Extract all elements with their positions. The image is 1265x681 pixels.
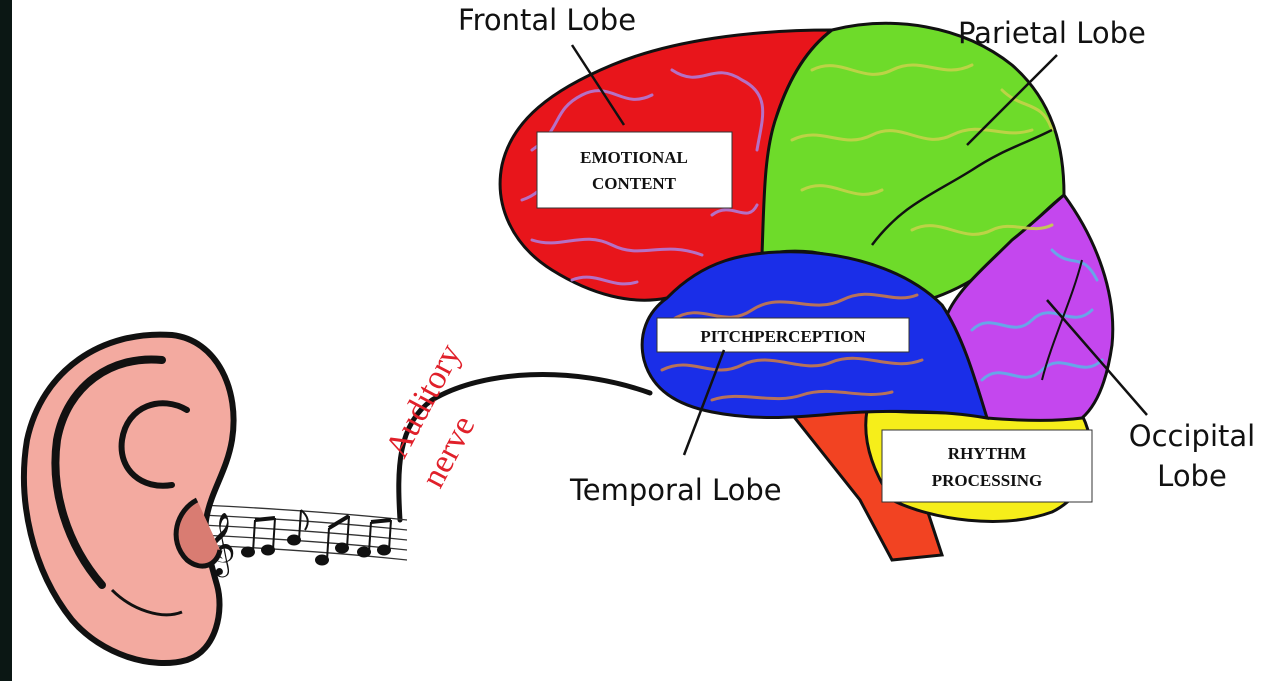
temporal-lobe-label: Temporal Lobe xyxy=(569,473,782,507)
brain-ear-diagram: EMOTIONAL CONTENT PITCHPERCEPTION RHYTHM… xyxy=(12,0,1265,681)
rhythm-processing-box: RHYTHM PROCESSING xyxy=(882,430,1092,502)
pitch-perception-text: PITCHPERCEPTION xyxy=(700,327,866,346)
rhythm-line2: PROCESSING xyxy=(932,471,1043,490)
parietal-lobe-label: Parietal Lobe xyxy=(958,16,1146,50)
music-notes: 𝄞 xyxy=(202,505,407,578)
pitch-perception-box: PITCHPERCEPTION xyxy=(657,318,909,352)
ear xyxy=(24,335,234,663)
occipital-label-line1: Occipital xyxy=(1129,419,1255,453)
emotional-line1: EMOTIONAL xyxy=(580,148,688,167)
occipital-label-line2: Lobe xyxy=(1157,459,1227,493)
emotional-content-box: EMOTIONAL CONTENT xyxy=(537,132,732,208)
diagram-canvas: EMOTIONAL CONTENT PITCHPERCEPTION RHYTHM… xyxy=(12,0,1265,681)
rhythm-line1: RHYTHM xyxy=(948,444,1026,463)
emotional-line2: CONTENT xyxy=(592,174,677,193)
frontal-lobe-label: Frontal Lobe xyxy=(458,3,636,37)
